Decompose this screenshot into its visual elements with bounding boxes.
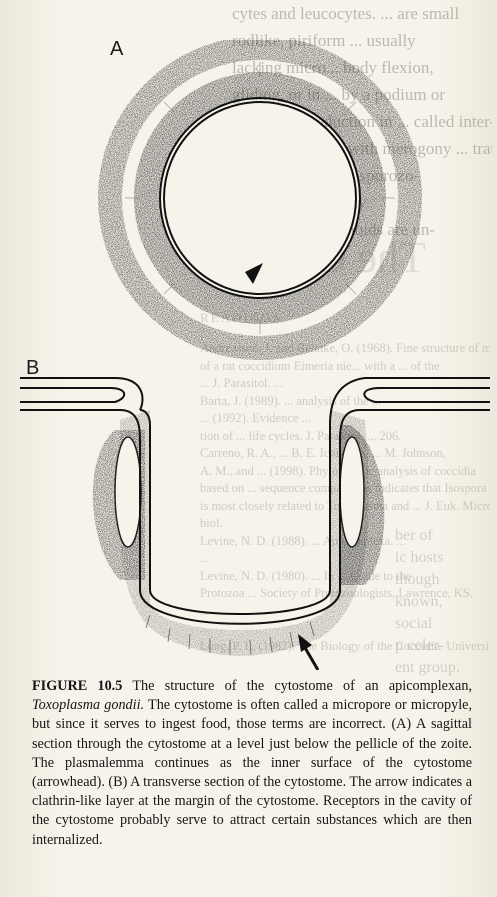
- figure-number: FIGURE 10.5: [32, 678, 122, 694]
- panel-a-sagittal-section: [95, 40, 425, 360]
- species-name: Toxoplasma gondii.: [32, 697, 144, 713]
- plasmalemma-outline: [20, 378, 490, 624]
- cytostome-vesicles: [115, 437, 364, 547]
- caption-body: The cytostome is often called a micropor…: [32, 697, 472, 847]
- caption-lead: The structure of the cytostome of an api…: [132, 678, 472, 694]
- panel-b-transverse-section: [20, 370, 490, 670]
- figure-caption: FIGURE 10.5 The structure of the cytosto…: [32, 677, 472, 850]
- bleed-line: cytes and leucocytes. ... are small: [232, 0, 492, 27]
